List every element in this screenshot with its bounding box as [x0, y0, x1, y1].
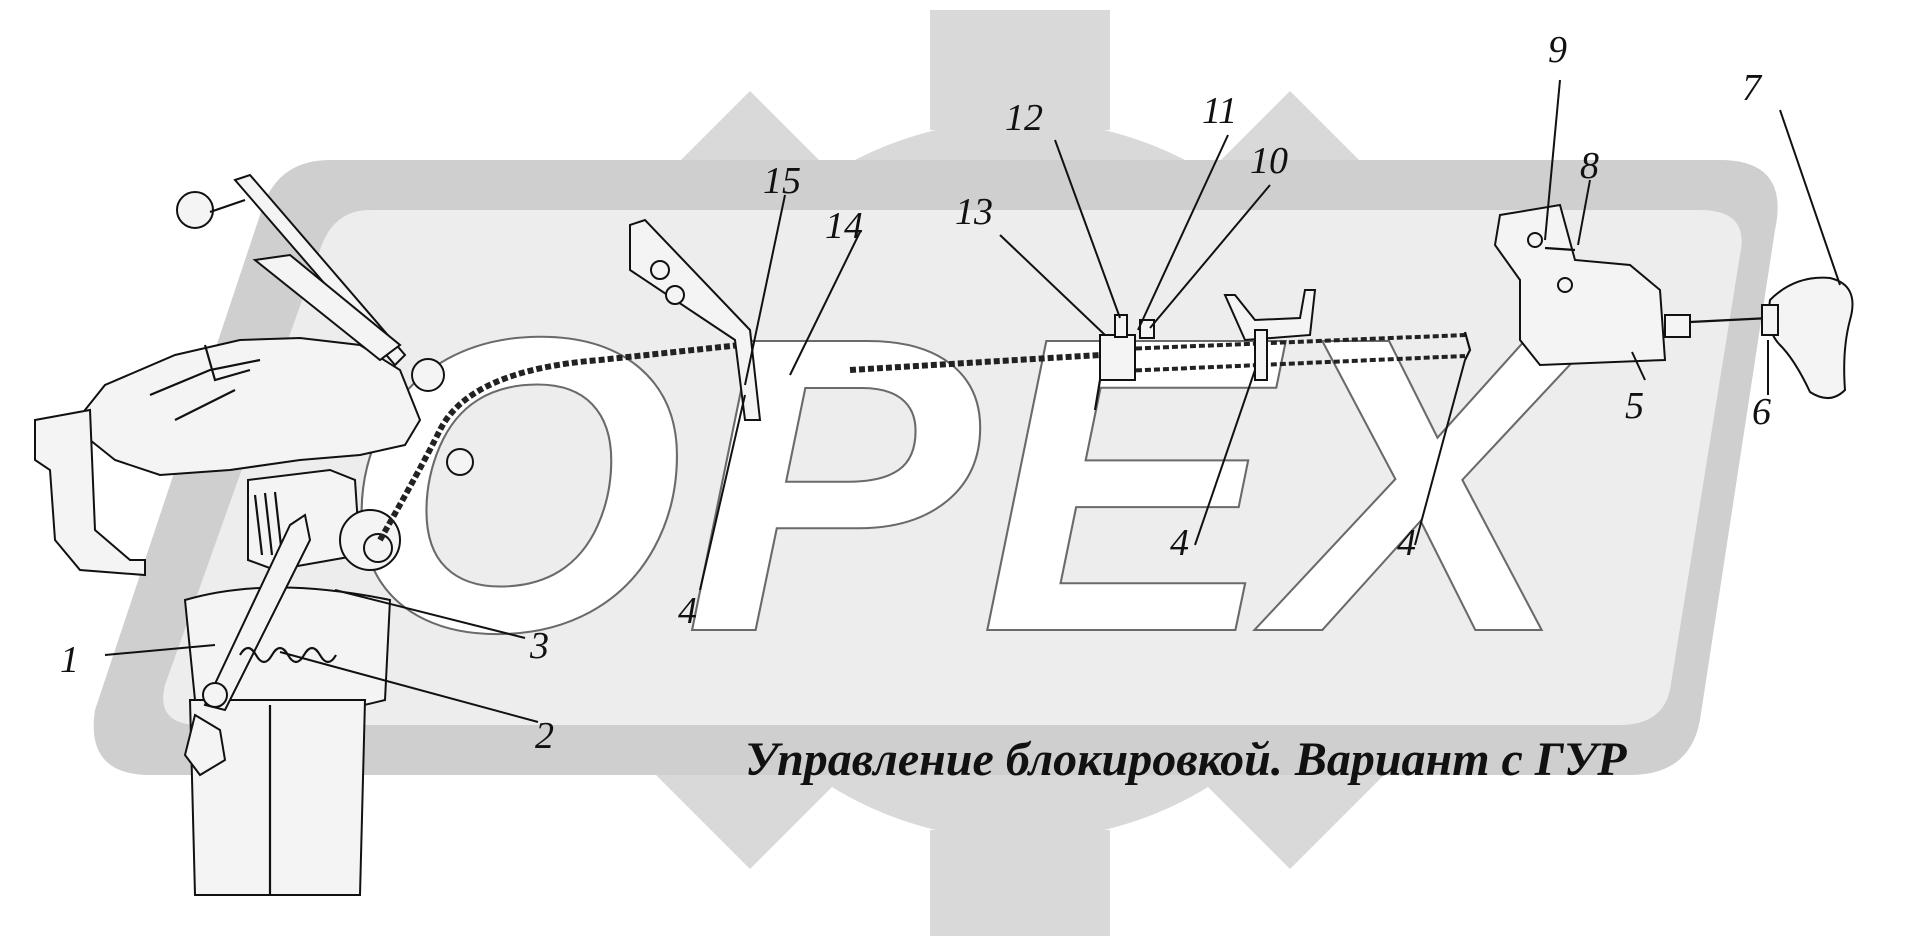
- pivot-bolt: [411, 358, 445, 392]
- top-bracket-plate: [252, 253, 402, 362]
- cable-roller: [446, 448, 474, 476]
- cable-run: [377, 331, 1472, 542]
- callout-9: 9: [1548, 29, 1567, 71]
- lever-pivot: [202, 682, 228, 708]
- lever-hook: [183, 713, 227, 777]
- callout-4-right: 4: [1397, 522, 1416, 564]
- callout-3: 3: [529, 625, 549, 667]
- callout-11: 11: [1202, 90, 1237, 132]
- clamp-block: [1099, 334, 1136, 381]
- bracket-hole-1: [650, 260, 670, 280]
- valve-assembly: [34, 173, 474, 896]
- callout-labels: 1 2 3 4 4 4 5 6 7 8 9 10 11 12 13 14 15: [60, 29, 1771, 757]
- column-lower: [188, 699, 367, 896]
- knob-collar: [1761, 304, 1779, 336]
- valve-housing: [83, 336, 422, 477]
- callout-10: 10: [1250, 140, 1288, 182]
- callout-14: 14: [825, 205, 863, 247]
- cable-clamp-assembly: [1093, 314, 1155, 411]
- bracket-hole-2: [665, 285, 685, 305]
- callout-4-mid: 4: [1170, 522, 1189, 564]
- clamp-nut: [1139, 319, 1155, 339]
- leader-lines: [104, 79, 1841, 723]
- diagram-caption: Управление блокировкой. Вариант с ГУР: [745, 733, 1627, 786]
- callout-2: 2: [535, 715, 554, 757]
- cable-section-1: [377, 342, 741, 542]
- bracket-bolt-hole-1: [1527, 232, 1543, 248]
- handle-shaft-nut: [1664, 314, 1691, 338]
- callout-15: 15: [763, 160, 801, 202]
- clamp-bolt: [1093, 379, 1102, 411]
- top-knob: [176, 191, 214, 229]
- handle-shaft: [1689, 316, 1771, 324]
- watermark-text: OPEX: [340, 251, 1593, 720]
- callout-4-left: 4: [678, 590, 697, 632]
- cable-section-2: [849, 352, 1101, 373]
- sheath-end: [1463, 331, 1472, 361]
- pulley-hub: [363, 533, 393, 563]
- cable-sheath: [1099, 333, 1466, 374]
- callout-5: 5: [1625, 385, 1644, 427]
- callout-6: 6: [1752, 391, 1771, 433]
- callout-8: 8: [1580, 145, 1599, 187]
- callout-7: 7: [1742, 67, 1763, 109]
- lever-arm: [203, 513, 312, 712]
- callout-1: 1: [60, 639, 79, 681]
- housing-star-detail: [149, 344, 261, 421]
- bracket-bolt-hole-2: [1557, 277, 1573, 293]
- clamp-screw: [1114, 314, 1128, 338]
- adjust-screw: [1544, 246, 1576, 252]
- sleeve-clip: [1254, 329, 1268, 381]
- housing-side-block: [34, 408, 146, 577]
- top-knob-shaft: [209, 198, 246, 214]
- callout-13: 13: [955, 191, 993, 233]
- control-handle-assembly: [1493, 203, 1854, 399]
- pull-knob: [1767, 276, 1854, 399]
- callout-12: 12: [1005, 97, 1043, 139]
